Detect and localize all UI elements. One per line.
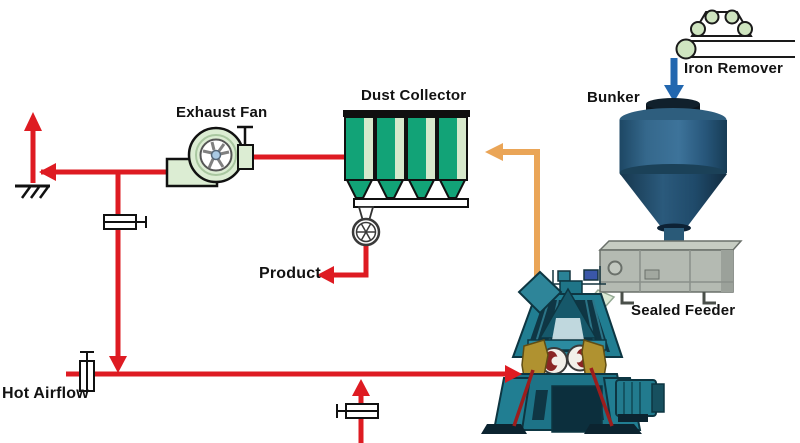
tension-rod [512, 369, 535, 427]
mill-motor [615, 379, 657, 417]
fan-hub [210, 149, 222, 161]
separator-pulley [737, 21, 753, 37]
exhaust-fan-label: Exhaust Fan [176, 104, 268, 121]
mill-foot [481, 424, 527, 434]
iron-remover-conveyor [675, 9, 795, 60]
flow-arrowheads [24, 112, 522, 396]
separator-pulley [724, 9, 740, 25]
iron-remover-label: Iron Remover [684, 60, 784, 77]
sealed-feeder-label: Sealed Feeder [631, 302, 736, 319]
product-line [317, 243, 369, 284]
mill-top-box [583, 269, 599, 281]
damper-valve-top [103, 214, 147, 230]
ground-symbol [15, 184, 50, 199]
dust-collector [343, 110, 470, 222]
rotary-valve [351, 217, 381, 247]
arrow-up-icon [24, 112, 42, 131]
feeder-leg [620, 292, 634, 305]
return-duct-orange [485, 143, 540, 290]
separator-pulley [704, 9, 720, 25]
tension-rod [589, 367, 614, 427]
bunker-label: Bunker [587, 89, 640, 106]
arrow-left-icon [317, 266, 334, 284]
exhaust-fan [165, 125, 254, 188]
bunker [619, 98, 727, 242]
product-label: Product [259, 265, 321, 282]
dust-collector-label: Dust Collector [361, 87, 467, 104]
vertical-mill [481, 266, 665, 434]
feed-arrow-blue [664, 58, 684, 102]
arrow-down-icon [664, 85, 684, 102]
hot-airflow-label: Hot Airflow [2, 385, 89, 402]
damper-valve-makeup-air [336, 403, 379, 419]
separator-pulley [690, 21, 706, 37]
arrow-down-icon [109, 356, 127, 373]
feeder-porthole [607, 260, 623, 276]
mill-foot [584, 424, 642, 434]
collector-hoppers [345, 179, 467, 199]
bunker-outlet-neck [664, 228, 684, 242]
collector-discharge-bar [353, 198, 469, 208]
mill-diamond-plate [517, 270, 563, 315]
collector-cells [344, 116, 468, 181]
head-pulley [675, 38, 697, 60]
fan-outlet [237, 144, 254, 170]
damper-valve-hot-airflow [79, 351, 95, 392]
arrow-right-icon [505, 365, 522, 383]
arrow-left-icon [485, 143, 503, 161]
feeder-leg [702, 292, 716, 305]
arrow-left-icon [39, 163, 56, 181]
arrow-up-icon [352, 379, 370, 396]
